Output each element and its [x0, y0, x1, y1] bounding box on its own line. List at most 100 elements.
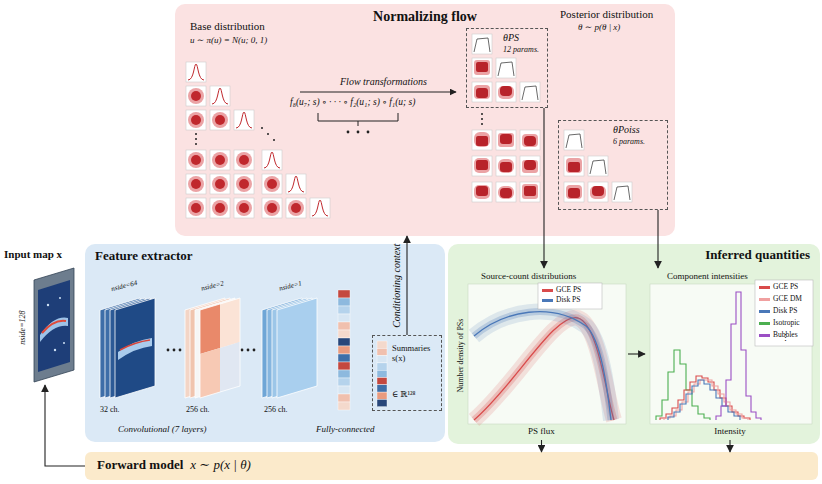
drawing-stroke — [338, 330, 350, 338]
drawing-stroke — [377, 348, 387, 355]
drawing-stroke — [664, 380, 748, 420]
legend-swatch — [759, 322, 770, 325]
node-text: Inferred quantities — [705, 248, 810, 263]
node-text: x ∼ p(x | θ) — [190, 458, 251, 473]
node-text: ∈ ℝ¹²⁸ — [392, 390, 416, 400]
drawing-stroke — [588, 156, 608, 176]
input-map — [34, 268, 74, 382]
chart-area — [468, 284, 626, 424]
drawing-stroke — [476, 160, 488, 170]
band: Forward model x ∼ p(x | θ) — [85, 452, 818, 480]
node-text-wrap: Feature extractor — [95, 249, 193, 264]
drawing-stroke — [262, 174, 282, 194]
legend-text: GCE DM — [773, 295, 802, 304]
drawing-stroke — [234, 198, 254, 218]
drawing-stroke — [524, 186, 536, 196]
drawing-stroke — [215, 179, 225, 189]
label-wrap: Convolutional (7 layers) — [118, 424, 207, 434]
label-wrap: Fully-connected — [316, 424, 374, 434]
drawing-stroke — [191, 179, 201, 189]
drawing-stroke — [338, 298, 350, 306]
drawing-stroke — [476, 62, 488, 72]
drawing-stroke — [191, 91, 201, 101]
drawing-stroke — [239, 179, 249, 189]
node-text: Component intensities — [667, 271, 748, 281]
node-text-wrap: θPS — [503, 32, 519, 44]
drawing-stroke — [236, 152, 252, 168]
conv-layers — [100, 298, 317, 398]
connector — [657, 210, 658, 268]
drawing-stroke — [212, 88, 228, 104]
node-text-wrap: ∈ ℝ¹²⁸ — [392, 390, 416, 400]
legend-frame — [755, 280, 813, 346]
drawing-stroke — [338, 378, 350, 386]
drawing-stroke — [476, 136, 488, 146]
node-text-wrap: 6 params. — [613, 137, 645, 146]
node-text-wrap: Forward model — [97, 458, 183, 473]
drawing-stroke — [215, 115, 225, 125]
drawing-stroke — [522, 86, 538, 100]
drawing-stroke — [210, 174, 230, 194]
node-text-wrap: Normalizing flow — [373, 9, 477, 25]
drawing-stroke — [210, 86, 230, 106]
drawing-stroke — [472, 82, 492, 102]
drawing-stroke — [524, 160, 536, 170]
drawing-stroke — [476, 88, 488, 98]
node-text: nside=128 — [17, 311, 26, 345]
drawing-stroke — [500, 134, 512, 144]
label: 32 ch. — [100, 405, 120, 414]
legend-swatch — [759, 334, 770, 337]
legend-text: Bubbles — [773, 331, 798, 340]
label: f₈(u₇; s) ∘ · · · ∘ f₂(u₁; s) ∘ f₁(u; s) — [290, 97, 415, 108]
connector — [543, 108, 544, 268]
label: Flow transformations — [340, 76, 427, 88]
label: 256 ch. — [264, 405, 288, 414]
drawing-stroke — [496, 82, 516, 102]
node-text: Intensity — [714, 426, 746, 436]
drawing-stroke — [590, 186, 606, 199]
drawing-stroke — [234, 110, 254, 130]
drawing-stroke — [500, 86, 512, 96]
drawing-stroke — [210, 198, 230, 218]
drawing-stroke — [338, 362, 350, 370]
drawing-stroke — [520, 182, 540, 202]
drawing-stroke — [286, 198, 306, 218]
drawing-stroke — [520, 156, 540, 176]
drawing-stroke — [264, 200, 280, 216]
legend-swatch — [759, 298, 770, 301]
drawing-stroke — [377, 370, 387, 377]
drawing-stroke — [474, 185, 490, 199]
label-wrap: Posterior distribution — [560, 8, 653, 21]
drawing-stroke — [212, 200, 228, 216]
node-text-wrap: nside=128 — [17, 311, 26, 345]
drawing-stroke — [191, 203, 201, 213]
drawing-stroke — [262, 150, 282, 170]
drawing-stroke — [614, 186, 630, 200]
drawing-stroke — [234, 174, 254, 194]
label-wrap: 32 ch. — [100, 405, 120, 414]
drawing-stroke — [186, 150, 206, 170]
node-text-wrap: 12 params. — [503, 45, 539, 54]
drawing-stroke — [291, 203, 301, 213]
node-text-wrap: PS flux — [528, 426, 555, 436]
node-text: 12 params. — [503, 45, 539, 54]
node-text-wrap: Intensity — [714, 426, 746, 436]
node-text: Input map x — [4, 248, 62, 261]
drawing-stroke — [472, 34, 492, 54]
connector — [45, 385, 85, 466]
drawing-stroke — [186, 62, 206, 82]
drawing-stroke — [496, 130, 516, 150]
drawing-stroke — [288, 200, 304, 216]
drawing-stroke — [564, 156, 584, 176]
drawing-stroke — [520, 130, 540, 150]
legend-frame — [538, 283, 602, 309]
connector — [406, 236, 407, 335]
drawing-stroke — [186, 110, 206, 130]
drawing-stroke — [212, 176, 228, 192]
drawing-stroke — [524, 136, 536, 146]
drawing-stroke — [338, 338, 350, 346]
node-text-wrap: Source-count distributions — [481, 271, 576, 281]
drawing-stroke — [472, 156, 492, 176]
